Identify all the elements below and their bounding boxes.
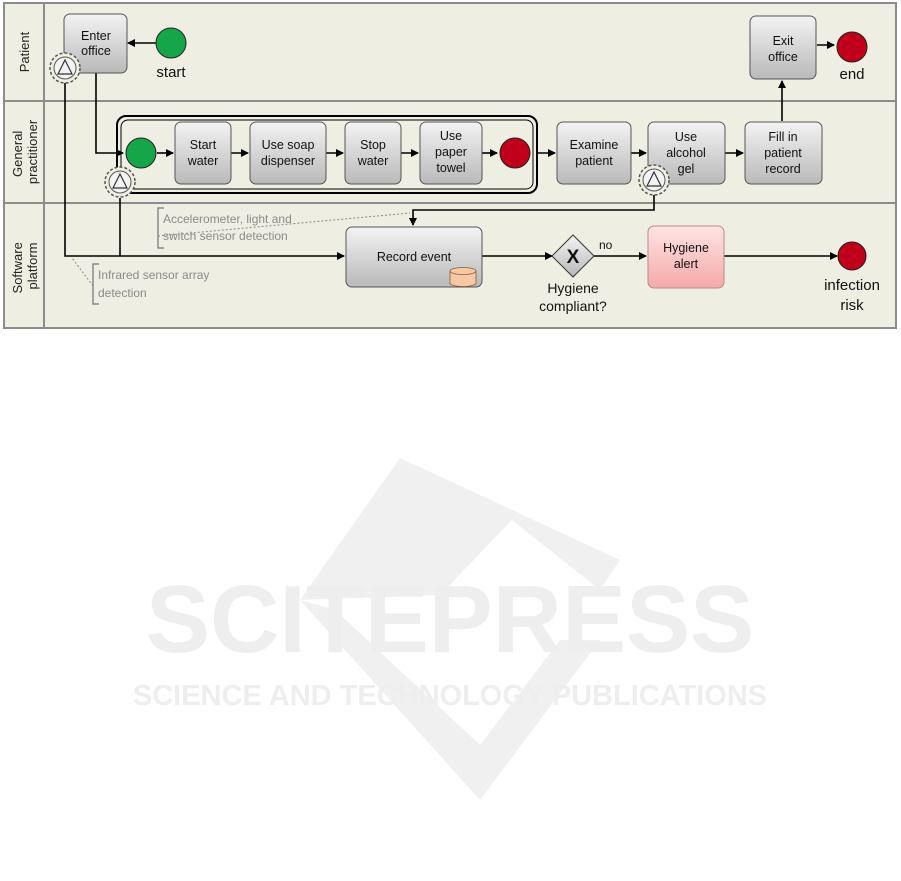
lane-label-general-practitioner: General practitioner [10, 119, 40, 184]
lane-label-patient: Patient [17, 31, 32, 72]
watermark-subtitle: SCIENCE AND TECHNOLOGY PUBLICATIONS [133, 680, 767, 712]
gateway-no-label: no [599, 238, 613, 252]
watermark-title: SCITEPRESS [146, 566, 754, 673]
lane-label-software-platform: Software platform [10, 239, 40, 294]
signal-boundary-event-alcohol-gel[interactable] [638, 164, 670, 196]
svg-text:General practitioner: General practitioner [10, 119, 40, 184]
end-event[interactable] [836, 31, 868, 63]
subprocess-start-event[interactable] [125, 137, 157, 169]
publisher-watermark: SCITEPRESS SCIENCE AND TECHNOLOGY PUBLIC… [133, 458, 767, 800]
sequence-flows [64, 39, 838, 260]
gateway-x-icon: X [567, 247, 580, 268]
start-label: start [156, 64, 186, 81]
signal-triangle-icon [112, 172, 128, 189]
svg-text:Patient: Patient [17, 31, 32, 72]
end-label: end [839, 66, 864, 83]
signal-triangle-icon [57, 58, 73, 75]
svg-text:Software platform: Software platform [10, 239, 40, 294]
task-record-event[interactable]: Record event [345, 226, 483, 288]
svg-text:Record event: Record event [377, 250, 452, 264]
annotation-associations [71, 212, 411, 287]
infection-risk-event[interactable] [837, 241, 867, 271]
start-event[interactable] [155, 27, 187, 59]
exclusive-gateway[interactable]: X [551, 234, 595, 278]
signal-triangle-icon [646, 170, 662, 187]
signal-boundary-event-subprocess[interactable] [104, 166, 136, 198]
datastore-icon [449, 267, 477, 287]
signal-boundary-event-enter[interactable] [49, 52, 81, 84]
subprocess-end-event[interactable] [499, 137, 531, 169]
